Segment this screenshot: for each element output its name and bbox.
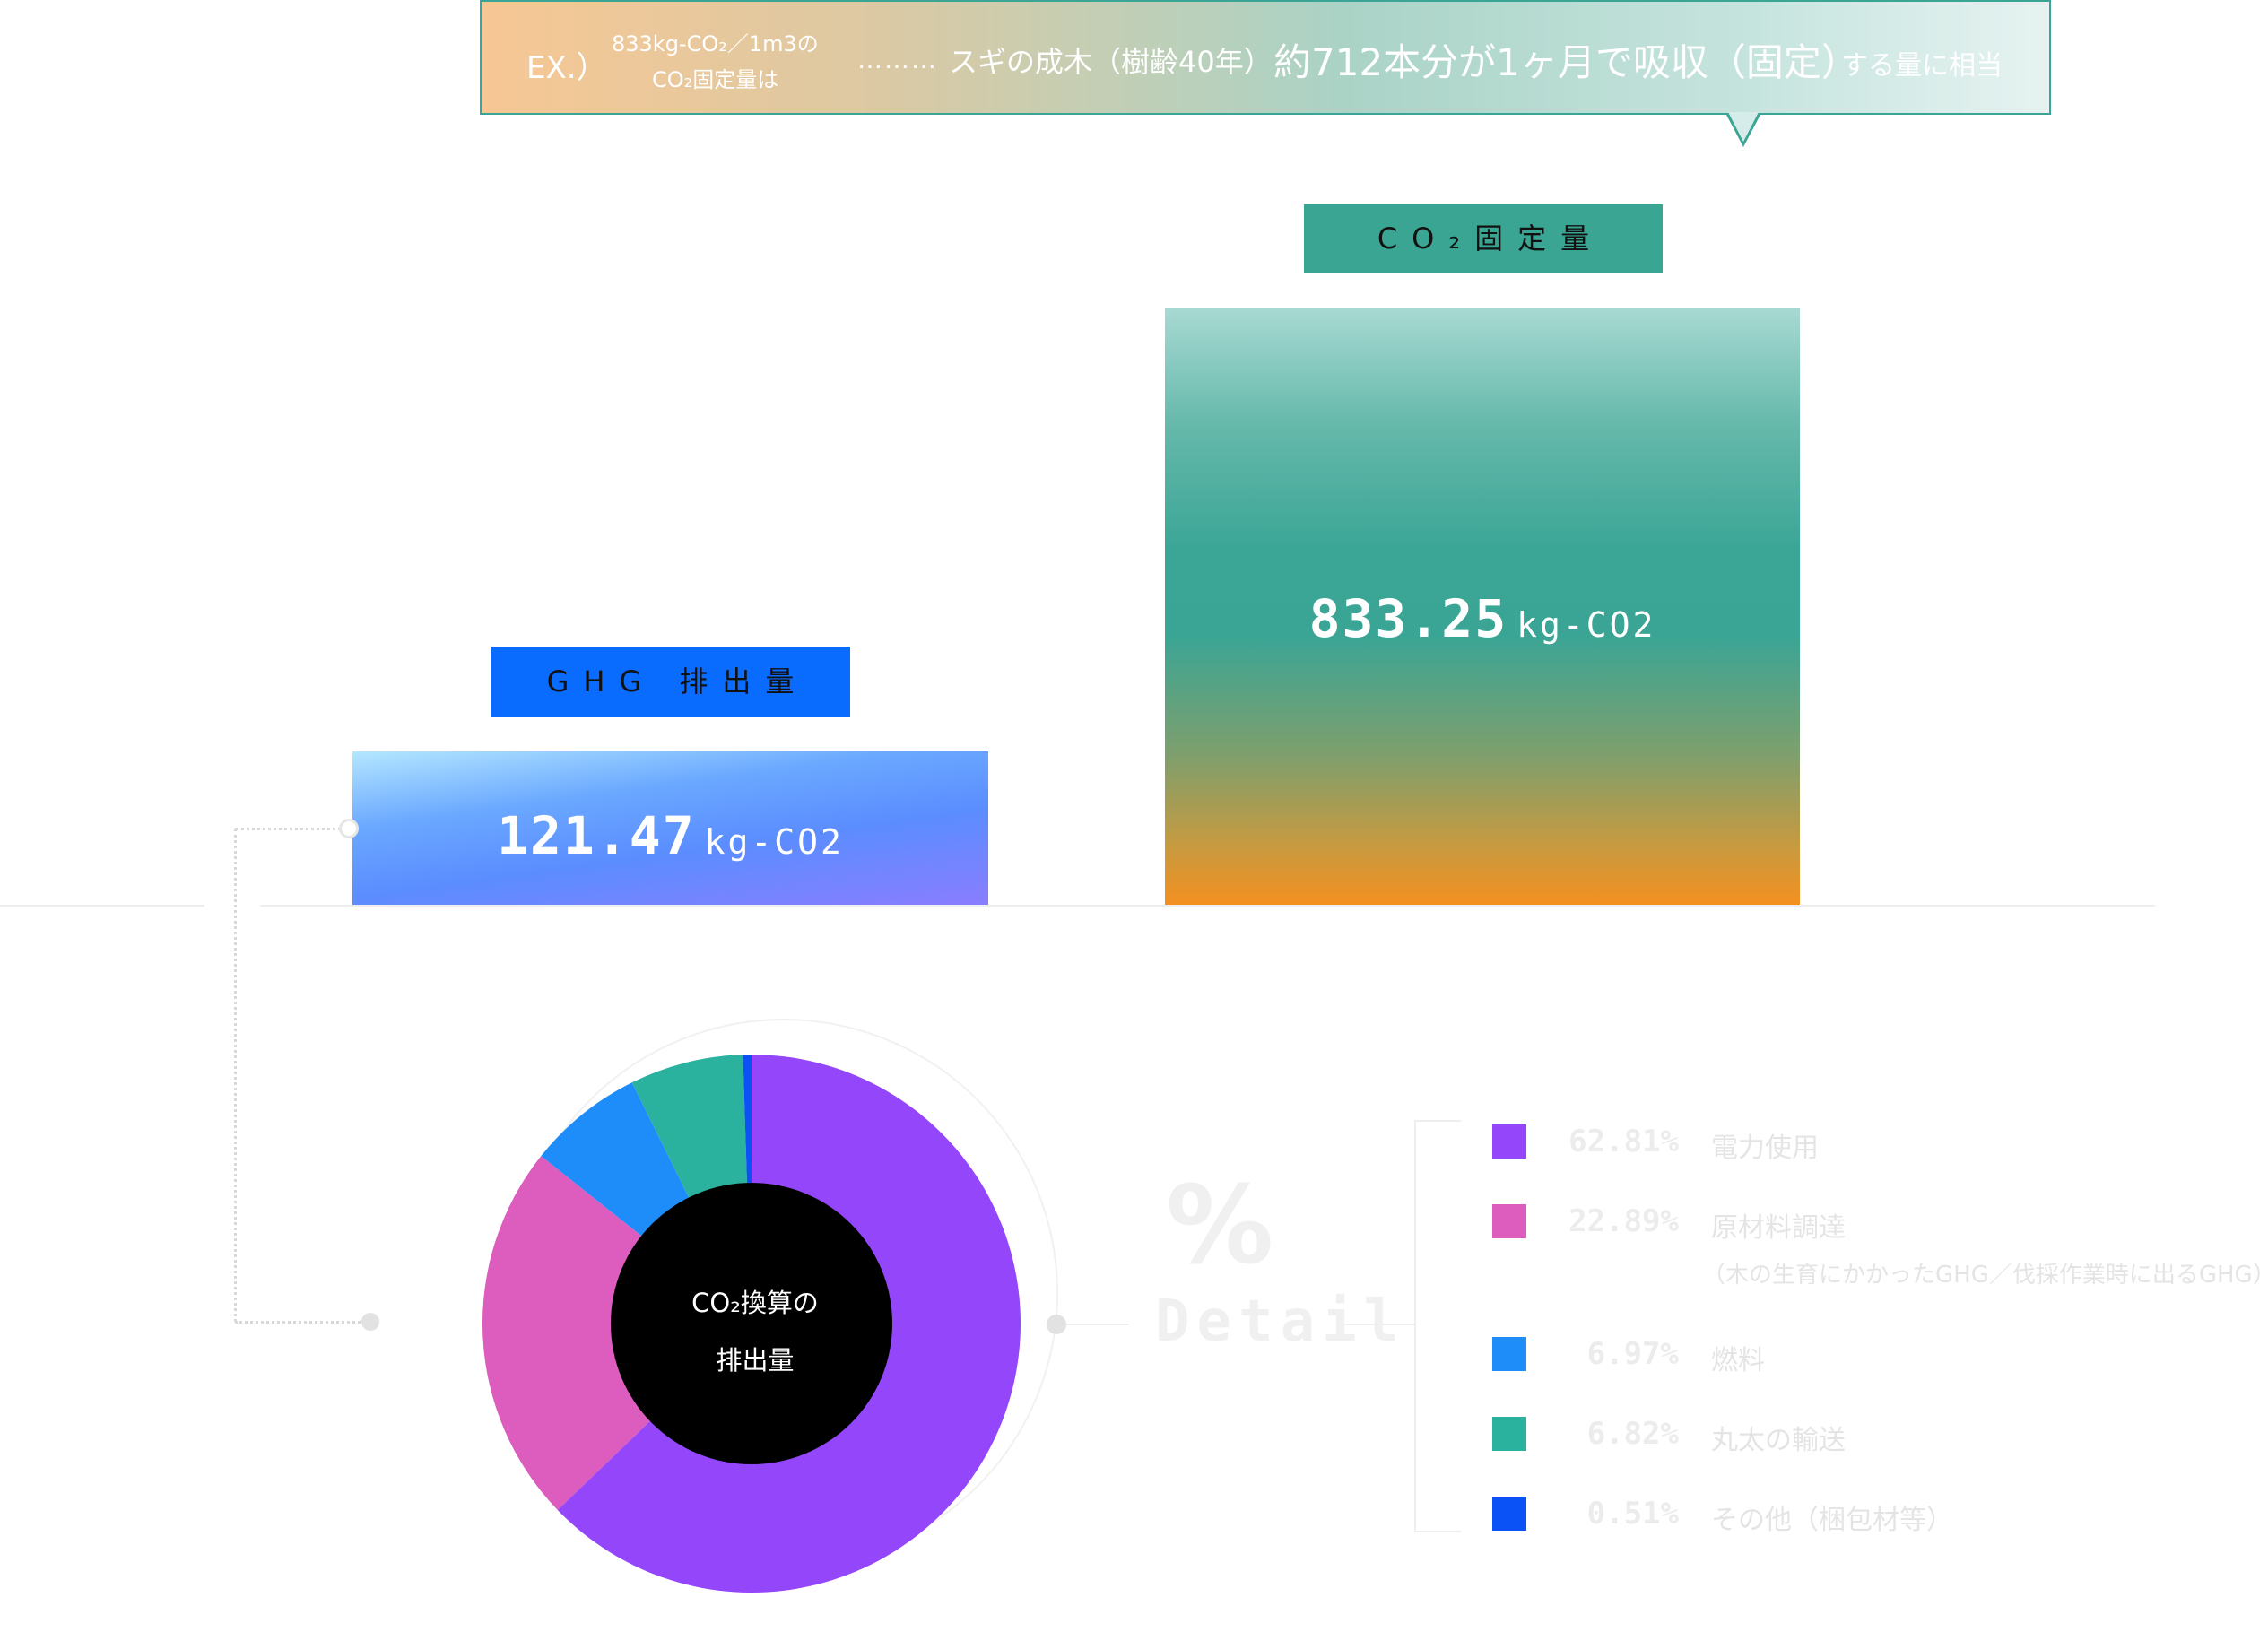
donut-center-hole [611,1183,892,1464]
connector-vertical [234,829,237,1322]
callout-dots: ……… [857,45,938,74]
callout-line2: CO₂固定量は [652,67,779,92]
legend-percent-5: 0.51% [1586,1496,1679,1532]
legend-swatch-2 [1492,1204,1526,1238]
callout-text: スギの成木（樹齢40年） [949,45,1273,79]
connector-node-bar [339,819,359,838]
donut-center-label-line2: 排出量 [716,1345,795,1376]
bar-ghg-emission [352,751,988,906]
callout-ex-label: EX.） [526,50,607,86]
legend-swatch-1 [1492,1124,1526,1159]
donut-center-label-line1: CO₂換算の [691,1288,819,1318]
co2-fixation-number: 833.25 [1308,588,1508,649]
legend-label-2: 原材料調達 [1711,1212,1846,1244]
co2-fixation-unit: kg-CO2 [1516,605,1656,645]
callout-banner [480,0,2051,115]
donut-detail-line [1066,1324,1129,1325]
legend-label-1: 電力使用 [1711,1133,1819,1164]
callout-emphasis: 約712本分が1ヶ月で吸収（固定） [1273,40,1859,84]
bar-co2-fixation [1165,308,1800,906]
detail-heading: Detail [1155,1289,1406,1355]
callout-tail-text: する量に相当 [1841,50,2003,82]
legend-sublabel-2: （木の生育にかかったGHG／伐採作業時に出るGHG） [1702,1262,2268,1289]
callout-line1: 833kg-CO₂／1m3の [612,31,819,56]
baseline-right [260,905,2155,907]
ghg-emission-unit: kg-CO2 [704,822,844,862]
ghg-emission-number: 121.47 [497,805,696,866]
donut-detail-node [1047,1315,1066,1334]
legend-label-4: 丸太の輸送 [1711,1425,1846,1456]
legend-swatch-3 [1492,1337,1526,1371]
connector-node-donut [361,1313,379,1331]
legend-percent-4: 6.82% [1586,1416,1679,1452]
donut-chart [482,1055,1021,1593]
legend-swatch-4 [1492,1417,1526,1451]
percent-symbol: % [1166,1164,1274,1289]
co2-fixation-label: CO₂固定量 [1304,204,1663,273]
ghg-emission-label: GHG 排出量 [491,647,850,717]
legend-percent-2: 22.89% [1568,1203,1679,1239]
callout-pointer-fill [1728,112,1759,142]
legend-percent-3: 6.97% [1586,1336,1679,1372]
connector-bottom [235,1321,361,1324]
baseline-left [0,905,204,907]
legend-label-5: その他（梱包材等） [1711,1505,1953,1536]
legend-swatch-5 [1492,1497,1526,1531]
detail-line [1345,1324,1415,1325]
connector-top [235,828,341,830]
legend-percent-1: 62.81% [1568,1124,1679,1159]
legend-label-3: 燃料 [1711,1345,1765,1376]
legend-bracket [1414,1120,1461,1532]
